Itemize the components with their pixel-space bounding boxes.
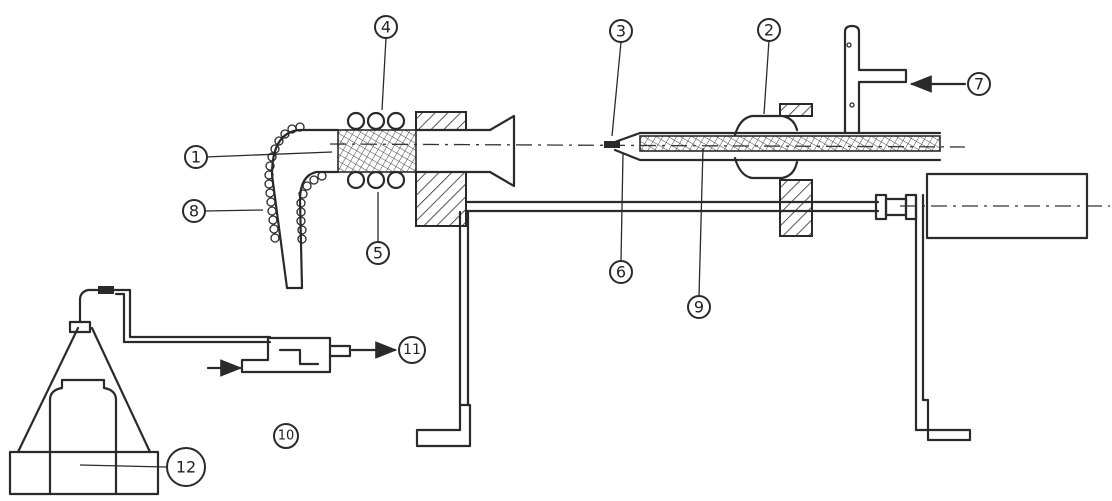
svg-text:9: 9 [694,298,704,317]
callout-8: 8 [182,199,206,223]
callout-12: 12 [166,447,206,487]
callout-5: 5 [366,241,390,265]
collection-bottle-assembly [8,286,272,496]
svg-text:2: 2 [764,21,774,40]
electrode-holder [604,114,942,180]
svg-text:6: 6 [616,263,626,282]
svg-text:10: 10 [278,429,295,444]
svg-text:7: 7 [974,75,984,94]
callout-3: 3 [609,19,633,43]
shaft-coupling [874,193,918,221]
svg-text:4: 4 [381,18,391,37]
bent-tube [270,128,340,290]
heating-coil-bend [264,122,327,244]
callout-11: 11 [398,336,426,364]
svg-text:3: 3 [616,22,626,41]
gas-inlet-tee [843,24,908,135]
svg-text:1: 1 [191,148,201,167]
callout-10: 10 [273,423,299,449]
right-support-block [779,103,813,237]
left-support-block [415,111,467,227]
funnel-mouth [488,114,516,188]
callout-9: 9 [687,295,711,319]
right-stand [914,193,972,442]
induction-coil-top [346,111,406,131]
callout-6: 6 [609,260,633,284]
induction-coil-bottom [346,170,406,190]
callout-7: 7 [967,72,991,96]
sample-block [337,129,417,173]
motor-housing [925,172,1089,240]
svg-text:12: 12 [176,458,196,477]
left-stand [415,210,472,448]
callout-4: 4 [374,15,398,39]
svg-text:8: 8 [189,202,199,221]
guide-rail [464,200,880,213]
svg-text:5: 5 [373,244,383,263]
callout-1: 1 [184,145,208,169]
leader-lines [79,37,770,468]
callout-2: 2 [757,18,781,42]
svg-text:11: 11 [403,342,421,358]
